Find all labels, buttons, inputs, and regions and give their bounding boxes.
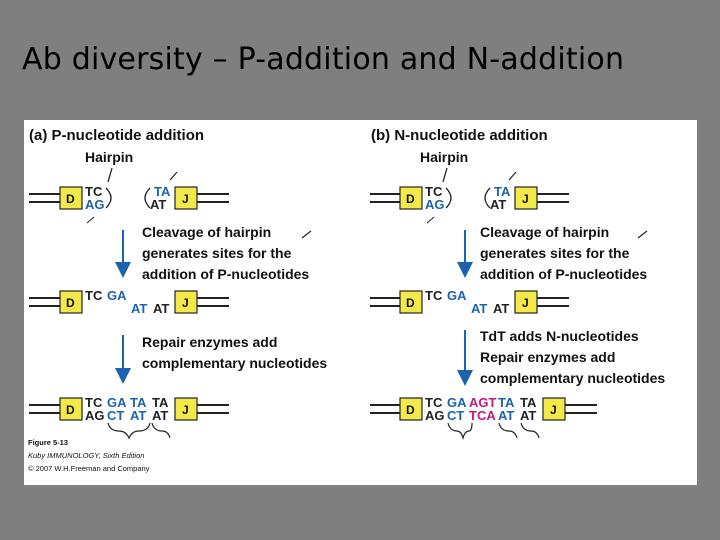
svg-text:J: J	[550, 403, 557, 417]
row-repaired-b: D TC GA AGT TA TA AG CT TCA AT AT J	[370, 395, 597, 441]
svg-text:TC: TC	[425, 184, 443, 199]
step2-text-a: Repair enzymes add complementary nucleot…	[142, 334, 327, 371]
hairpin-label-a: Hairpin	[85, 149, 133, 165]
svg-text:D: D	[66, 403, 75, 417]
svg-text:CT: CT	[107, 408, 124, 423]
svg-text:D: D	[66, 296, 75, 310]
svg-text:AG: AG	[425, 197, 445, 212]
j-segment: J	[182, 192, 189, 206]
panel-b: (b) N-nucleotide addition Hairpin D TC A…	[370, 127, 665, 441]
svg-text:AGT: AGT	[469, 395, 497, 410]
svg-text:AT: AT	[150, 197, 166, 212]
step2-text-b: TdT adds N-nucleotides Repair enzymes ad…	[480, 328, 665, 386]
svg-text:GA: GA	[447, 288, 467, 303]
row-opened-a: D TC GA AT AT J	[29, 288, 229, 316]
svg-text:D: D	[406, 403, 415, 417]
svg-text:(b) N-nucleotide addition: (b) N-nucleotide addition	[371, 127, 548, 144]
svg-text:TA: TA	[494, 184, 511, 199]
hairpin-label-b: Hairpin	[420, 149, 468, 165]
svg-text:TA: TA	[152, 395, 169, 410]
figure-panel: (a) P-nucleotide addition Hairpin D TC A…	[24, 120, 697, 485]
svg-text:TC: TC	[425, 288, 443, 303]
svg-text:TC: TC	[85, 288, 103, 303]
svg-text:J: J	[182, 296, 189, 310]
svg-text:J: J	[522, 192, 529, 206]
svg-text:D: D	[406, 296, 415, 310]
caption-copyright: © 2007 W.H.Freeman and Company	[28, 464, 150, 473]
panel-a-heading: P-nucleotide addition	[52, 127, 205, 144]
svg-text:AT: AT	[471, 301, 487, 316]
panel-a: (a) P-nucleotide addition Hairpin D TC A…	[29, 127, 327, 440]
svg-text:TA: TA	[520, 395, 537, 410]
svg-text:AT: AT	[153, 301, 169, 316]
row-repaired-a: D TC GA TA TA AG CT AT AT J	[29, 395, 229, 440]
svg-text:TA: TA	[130, 395, 147, 410]
svg-text:AT: AT	[490, 197, 506, 212]
d-segment: D	[66, 192, 75, 206]
svg-text:AT: AT	[152, 408, 168, 423]
svg-text:AT: AT	[493, 301, 509, 316]
step1-text-a: Cleavage of hairpin generates sites for …	[142, 224, 309, 282]
figure-caption: Figure 5-13 Kuby IMMUNOLOGY, Sixth Editi…	[28, 438, 150, 473]
svg-text:J: J	[522, 296, 529, 310]
svg-text:TCA: TCA	[469, 408, 496, 423]
svg-text:AG: AG	[85, 197, 105, 212]
svg-text:J: J	[182, 403, 189, 417]
svg-text:AT: AT	[131, 301, 147, 316]
svg-text:AT: AT	[498, 408, 514, 423]
svg-text:(a) P-nucleotide addition: (a) P-nucleotide addition	[29, 127, 204, 144]
vdj-diagram: (a) P-nucleotide addition Hairpin D TC A…	[28, 127, 665, 473]
row-hairpin-b: D TC AG TA AT J	[370, 171, 569, 224]
svg-text:TA: TA	[154, 184, 171, 199]
panel-a-tag: (a)	[29, 127, 47, 144]
svg-text:D: D	[406, 192, 415, 206]
svg-text:AT: AT	[520, 408, 536, 423]
caption-figure: Figure 5-13	[28, 438, 68, 447]
row-hairpin-a: D TC AG TA AT J	[29, 171, 229, 224]
svg-text:TA: TA	[498, 395, 515, 410]
row-opened-b: D TC GA AT AT J	[370, 288, 569, 316]
panel-b-tag: (b)	[371, 127, 390, 144]
caption-book: Kuby IMMUNOLOGY, Sixth Edition	[28, 451, 144, 460]
svg-text:AT: AT	[130, 408, 146, 423]
svg-text:GA: GA	[447, 395, 467, 410]
panel-b-heading: N-nucleotide addition	[394, 127, 547, 144]
svg-text:GA: GA	[107, 288, 127, 303]
svg-text:AG: AG	[425, 408, 445, 423]
step1-text-b: Cleavage of hairpin generates sites for …	[480, 224, 647, 282]
svg-text:TC: TC	[85, 395, 103, 410]
svg-text:TC: TC	[85, 184, 103, 199]
svg-text:GA: GA	[107, 395, 127, 410]
svg-text:AG: AG	[85, 408, 105, 423]
svg-text:CT: CT	[447, 408, 464, 423]
svg-text:TC: TC	[425, 395, 443, 410]
slide-title: Ab diversity – P-addition and N-addition	[22, 42, 625, 77]
